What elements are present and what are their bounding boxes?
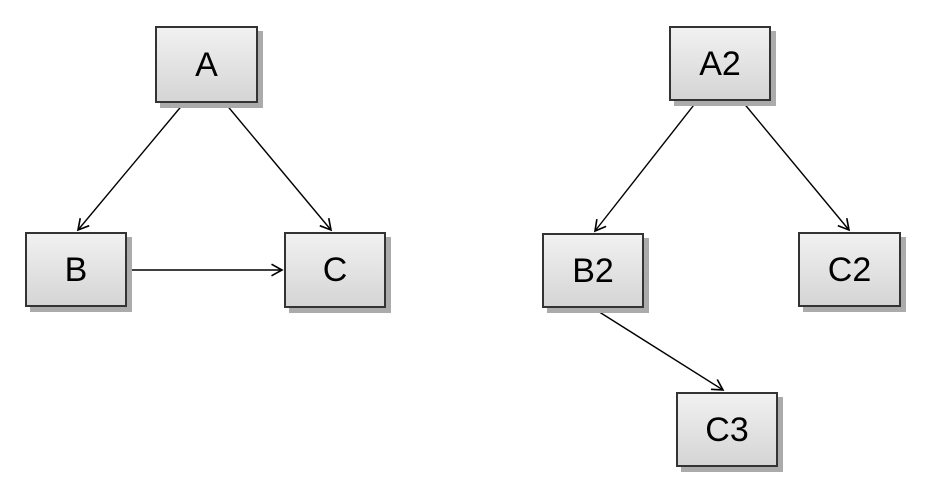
node-label: A: [195, 45, 218, 84]
node-C[interactable]: C: [284, 232, 386, 308]
edge-A2-B2[interactable]: [593, 100, 698, 233]
node-A[interactable]: A: [155, 26, 258, 103]
node-label: C2: [827, 250, 872, 289]
edge-A2-C2[interactable]: [741, 100, 851, 232]
node-B2[interactable]: B2: [542, 233, 644, 308]
node-C3[interactable]: C3: [676, 392, 778, 467]
node-label: A2: [699, 44, 741, 83]
edge-A-C[interactable]: [224, 102, 333, 232]
node-A2[interactable]: A2: [669, 26, 771, 101]
node-C2[interactable]: C2: [798, 232, 901, 307]
node-label: B: [64, 250, 88, 289]
node-label: C3: [705, 410, 749, 449]
node-label: B2: [572, 251, 614, 290]
node-label: C: [322, 251, 348, 289]
node-B[interactable]: B: [25, 232, 127, 307]
edge-B2-C3[interactable]: [592, 307, 725, 391]
edge-A-B[interactable]: [76, 102, 185, 232]
